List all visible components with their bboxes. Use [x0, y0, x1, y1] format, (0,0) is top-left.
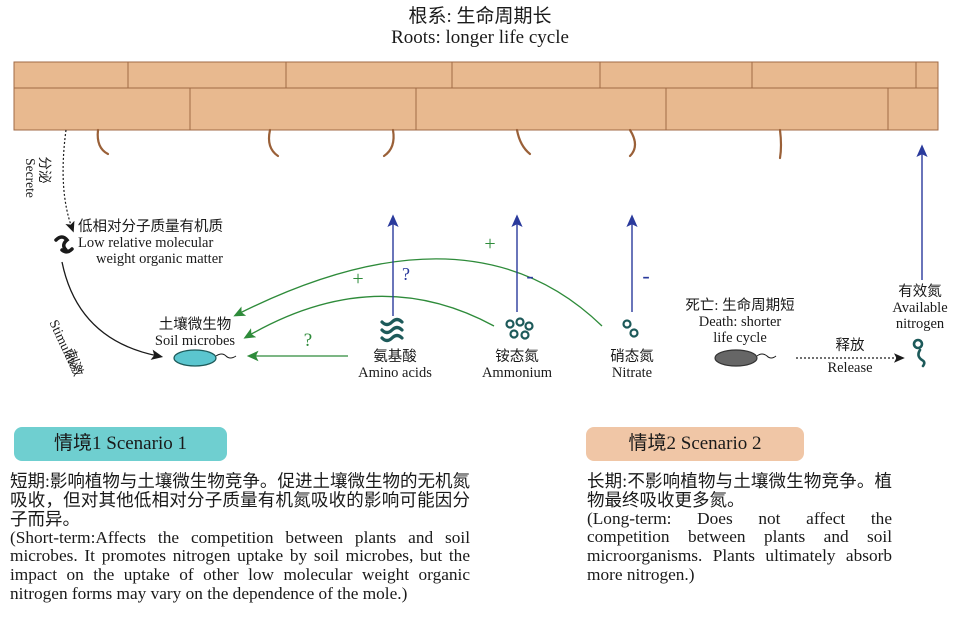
diagram-title: 根系: 生命周期长 Roots: longer life cycle [250, 6, 710, 49]
root-tip [267, 128, 280, 158]
minus-sign-ammonium: - [526, 263, 534, 288]
plus-sign-nitrate: + [484, 233, 496, 255]
title-cn: 根系: 生命周期长 [408, 6, 552, 27]
lmw-organic-matter-label: 低相对分子质量有机质 Low relative molecular weight… [78, 219, 278, 268]
soil-microbes-label: 土壤微生物 Soil microbes [140, 317, 250, 349]
death-en-2: life cycle [713, 330, 767, 347]
amino-cn: 氨基酸 [373, 349, 417, 365]
question-mark-amino-microbe: ? [303, 330, 313, 351]
root-tip [628, 128, 637, 158]
ammonium-cn: 铵态氮 [495, 349, 539, 365]
scenario1-text: 短期:影响植物与土壤微生物竞争。促进土壤微生物的无机氮吸收，但对其他低相对分子质… [10, 472, 470, 603]
root-tip [778, 128, 783, 160]
question-mark-amino-uptake: ? [402, 264, 410, 284]
available-cn: 有效氮 [898, 284, 942, 300]
root-tip [515, 128, 532, 156]
nitrate-cn: 硝态氮 [610, 349, 654, 365]
secrete-arrow [62, 129, 75, 233]
scenario2-cn: 长期:不影响植物与土壤微生物竞争。植物最终吸收更多氮。 [587, 471, 892, 510]
scenario1-cn: 短期:影响植物与土壤微生物竞争。促进土壤微生物的无机氮吸收，但对其他低相对分子质… [10, 471, 470, 529]
scenario2-text: 长期:不影响植物与土壤微生物竞争。植物最终吸收更多氮。 (Long-term: … [587, 472, 892, 584]
available-nitrogen-icon [912, 338, 926, 368]
ammonium-to-microbe-arrow [243, 295, 495, 339]
nitrate-en: Nitrate [611, 365, 653, 382]
ammonium-label: 铵态氮 Ammonium [462, 349, 572, 381]
soil-microbe-icon [173, 349, 237, 367]
stimulate-arrow [61, 261, 164, 360]
amino-acid-icon [380, 317, 404, 343]
lmw-en-1: Low relative molecular [78, 235, 214, 252]
minus-sign-nitrate: - [642, 263, 650, 288]
secrete-en: Secrete [23, 158, 38, 198]
root-tip [382, 128, 395, 158]
release-cn: 释放 [835, 338, 865, 354]
microbes-cn: 土壤微生物 [158, 317, 232, 333]
amino-acids-label: 氨基酸 Amino acids [340, 349, 450, 381]
lmw-cn: 低相对分子质量有机质 [78, 219, 223, 235]
death-label: 死亡: 生命周期短 Death: shorter life cycle [670, 298, 810, 347]
death-cn: 死亡: 生命周期短 [685, 298, 795, 314]
lmw-organic-matter-icon [54, 235, 74, 254]
amino-en: Amino acids [358, 365, 432, 382]
scenario1-en: (Short-term:Affects the competition betw… [10, 527, 470, 603]
available-en-1: Available [892, 300, 948, 317]
available-en-2: nitrogen [895, 316, 945, 333]
scenario2-badge: 情境2 Scenario 2 [586, 427, 804, 461]
microbes-en: Soil microbes [154, 333, 236, 350]
nitrate-label: 硝态氮 Nitrate [582, 349, 682, 381]
release-en: Release [827, 360, 873, 377]
dead-microbe-icon [714, 349, 777, 367]
secrete-label: 分泌 [37, 130, 52, 210]
root-tip [96, 128, 110, 156]
ammonium-en: Ammonium [481, 365, 553, 382]
scenario2-en: (Long-term: Does not affect the competit… [587, 508, 892, 584]
secrete-en-label: Secrete [23, 138, 38, 218]
release-label: 释放 Release [800, 338, 900, 376]
death-en-1: Death: shorter [698, 314, 782, 331]
nitrate-icon [622, 319, 639, 338]
available-nitrogen-label: 有效氮 Available nitrogen [880, 284, 959, 333]
nitrate-to-microbe-arrow [233, 258, 603, 327]
scenario1-badge: 情境1 Scenario 1 [14, 427, 227, 461]
plus-sign-ammonium: + [352, 268, 364, 290]
root-tips [96, 128, 783, 160]
ammonium-icon [505, 317, 534, 340]
secrete-cn: 分泌 [37, 156, 52, 184]
title-en: Roots: longer life cycle [391, 27, 569, 49]
lmw-en-2: weight organic matter [96, 251, 223, 268]
brick-wall [13, 61, 939, 131]
